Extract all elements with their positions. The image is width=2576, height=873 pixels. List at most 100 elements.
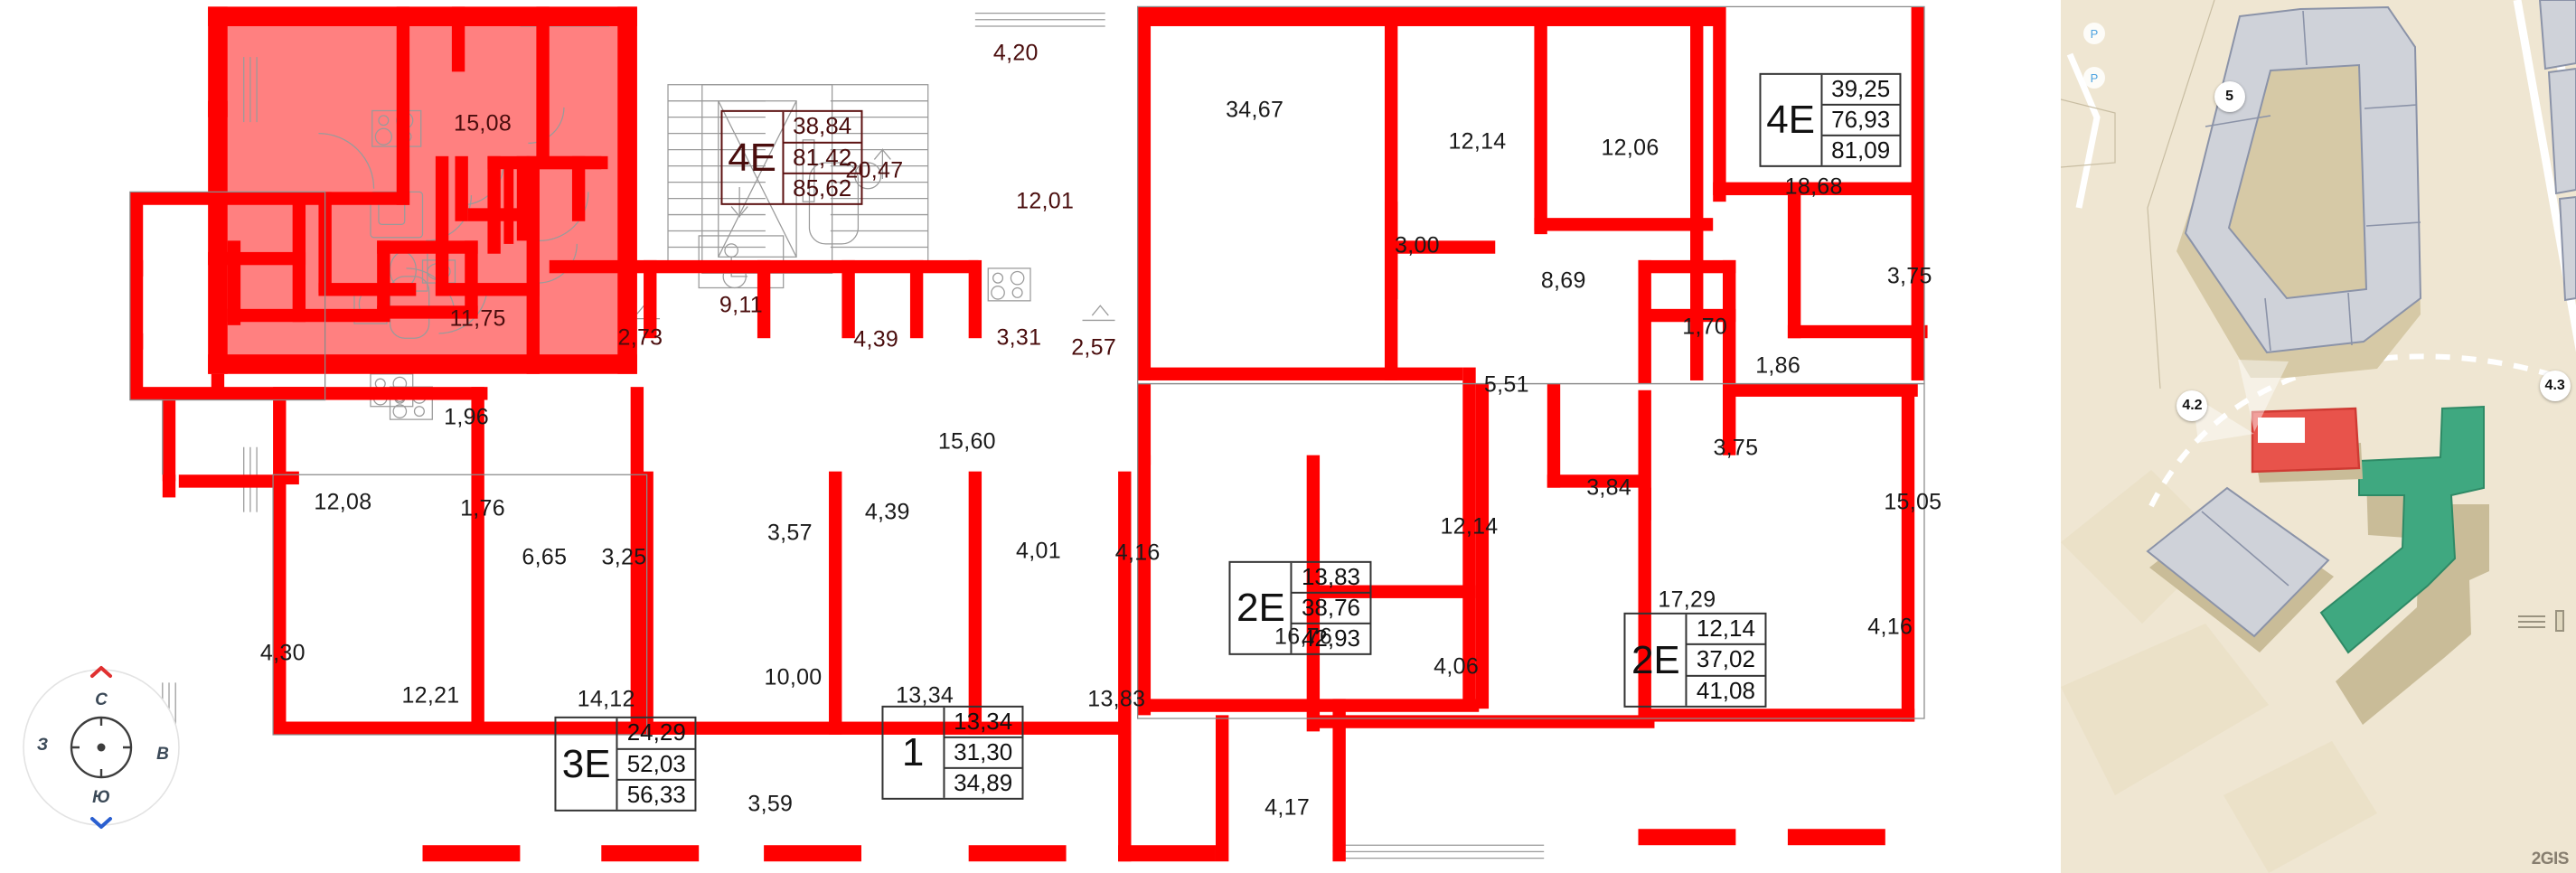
living-area: 13,83 — [1292, 563, 1370, 594]
area-4-20: 4,20 — [992, 40, 1039, 66]
svg-text:P: P — [2091, 71, 2099, 85]
area-13-34: 13,34 — [896, 682, 954, 709]
apartment-type-code: 2E — [1236, 585, 1285, 630]
total-area: 38,76 — [1292, 594, 1370, 624]
area-3-75-top: 3,75 — [1886, 263, 1932, 289]
area-12-14-mid: 12,14 — [1440, 513, 1499, 540]
area-1-76: 1,76 — [460, 495, 505, 521]
area-3-75-mid: 3,75 — [1713, 435, 1759, 461]
compass-label-east: В — [156, 745, 169, 764]
crosswalk-marks — [2518, 610, 2564, 632]
floor-plan-drawing — [129, 5, 1928, 862]
area-1-70: 1,70 — [1682, 314, 1728, 340]
area-4-30: 4,30 — [259, 640, 306, 666]
area-3-57: 3,57 — [766, 520, 813, 546]
neighbour-buildings — [2538, 0, 2576, 302]
area-1-86: 1,86 — [1755, 352, 1801, 379]
compass-label-south: Ю — [92, 788, 110, 807]
area-34-67: 34,67 — [1226, 97, 1284, 123]
full-area: 56,33 — [626, 780, 686, 808]
total-area: 52,03 — [617, 749, 695, 781]
compass-rose: С В Ю З — [20, 633, 219, 859]
minimap-watermark: 2GIS — [2531, 850, 2570, 868]
svg-text:P: P — [2091, 27, 2099, 41]
area-15-08: 15,08 — [454, 110, 512, 136]
area-6-65: 6,65 — [522, 544, 568, 570]
minimap-pin-4-2[interactable]: 4.2 — [2176, 390, 2208, 421]
area-4-17: 4,17 — [1264, 794, 1311, 821]
compass-graphic — [23, 666, 180, 829]
plot-boundaries — [2061, 0, 2215, 390]
living-area: 13,34 — [945, 708, 1022, 738]
area-2-57: 2,57 — [1071, 334, 1117, 361]
apartment-type-code: 2E — [1631, 637, 1680, 682]
area-3-25: 3,25 — [601, 544, 647, 570]
area-18-68: 18,68 — [1784, 174, 1843, 200]
area-3-84: 3,84 — [1586, 474, 1632, 501]
area-9-11: 9,11 — [719, 292, 763, 318]
minimap-graphic: P P — [2061, 0, 2576, 873]
full-area: 81,09 — [1831, 136, 1891, 164]
area-10-00: 10,00 — [764, 664, 823, 690]
area-12-01: 12,01 — [1016, 188, 1075, 214]
area-12-21: 12,21 — [401, 682, 460, 709]
area-16-76: 16,76 — [1274, 624, 1333, 650]
area-3-31: 3,31 — [996, 324, 1042, 351]
area-5-51: 5,51 — [1483, 371, 1529, 398]
area-12-08: 12,08 — [314, 489, 372, 515]
area-3-00: 3,00 — [1395, 232, 1440, 258]
area-4-39-mid: 4,39 — [864, 499, 910, 525]
living-area: 38,84 — [784, 112, 861, 144]
apartment-type-code: 4E — [728, 135, 777, 180]
area-12-06: 12,06 — [1601, 135, 1659, 161]
building-4-2[interactable] — [2146, 486, 2334, 652]
apartment-type-code: 1 — [901, 729, 925, 774]
minimap-pin-4-3[interactable]: 4.3 — [2539, 371, 2571, 402]
area-15-60: 15,60 — [937, 428, 996, 455]
living-area: 24,29 — [617, 718, 695, 750]
area-4-16-mid: 4,16 — [1114, 540, 1161, 566]
total-area: 37,02 — [1687, 645, 1764, 677]
total-area: 76,93 — [1822, 106, 1900, 137]
compass-label-north: С — [95, 690, 108, 709]
full-area: 41,08 — [1696, 676, 1755, 704]
area-4-01: 4,01 — [1016, 538, 1061, 564]
area-12-14-top: 12,14 — [1448, 128, 1507, 154]
area-13-83: 13,83 — [1087, 686, 1146, 712]
ground-plots — [2061, 470, 2377, 873]
area-17-29: 17,29 — [1658, 587, 1716, 613]
area-11-75: 11,75 — [449, 305, 506, 332]
minimap-pin-5[interactable]: 5 — [2214, 80, 2245, 112]
total-area: 31,30 — [945, 738, 1022, 769]
area-14-12: 14,12 — [577, 686, 635, 712]
full-area: 34,89 — [954, 768, 1013, 796]
site-minimap[interactable]: P P — [2061, 0, 2576, 873]
area-4-16-right: 4,16 — [1867, 614, 1913, 640]
living-area: 12,14 — [1687, 615, 1764, 646]
structural-walls — [129, 6, 1928, 862]
room-outlines — [129, 5, 1925, 736]
area-20-47: 20,47 — [845, 157, 904, 183]
floor-plan-canvas[interactable]: 15,08 20,47 4,20 12,01 11,75 2,73 9,11 4,39 3,31… — [0, 0, 2061, 873]
area-4-06: 4,06 — [1434, 653, 1480, 680]
apartment-type-code: 3E — [561, 741, 611, 786]
selected-building-highlight[interactable] — [2251, 407, 2363, 483]
area-8-69: 8,69 — [1540, 268, 1586, 294]
total-area: 81,42 — [784, 143, 861, 174]
area-2-73: 2,73 — [617, 324, 663, 351]
parking-icon: P P — [2083, 23, 2105, 89]
full-area: 85,62 — [793, 174, 852, 202]
full-area: 42,93 — [1301, 624, 1361, 652]
